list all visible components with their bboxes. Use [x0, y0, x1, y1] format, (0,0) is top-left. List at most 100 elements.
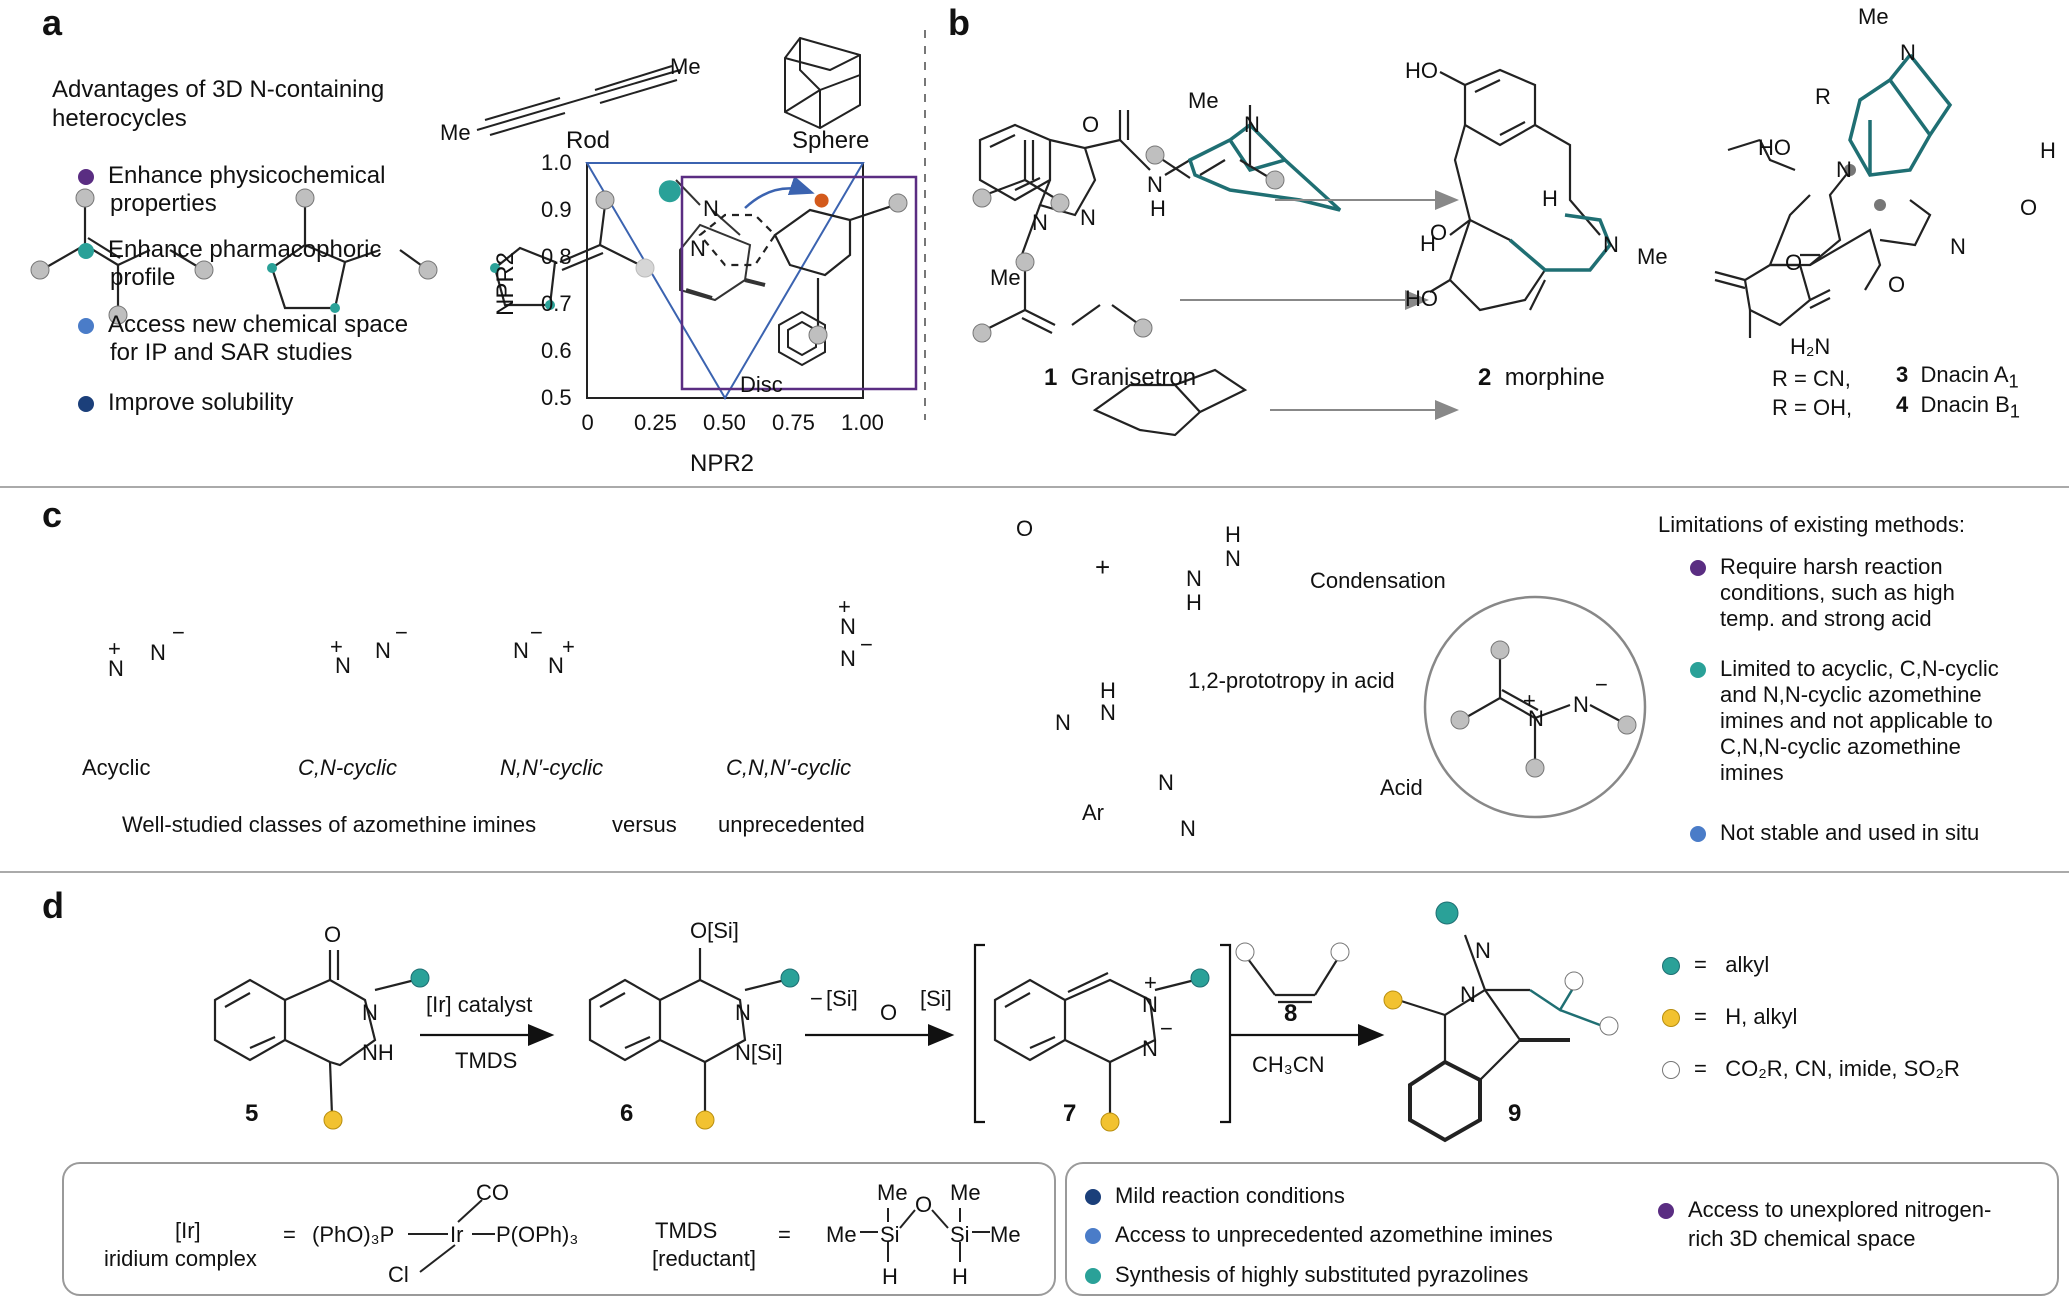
feature-3-text: Synthesis of highly substituted pyrazoli…	[1115, 1262, 1529, 1287]
morphine-h-bridge: H	[1542, 186, 1558, 211]
hydrazine-h-bottom: H	[1186, 590, 1202, 615]
dnacin-r: R	[1815, 84, 1831, 109]
granisetron-me-n: Me	[990, 265, 1021, 290]
ir-co: CO	[476, 1180, 509, 1205]
compound-3-label: 3 Dnacin A1	[1896, 362, 2019, 392]
limitation-2-line2: and N,N-cyclic azomethine	[1720, 682, 1982, 707]
hydrazine-structure	[1159, 157, 1271, 179]
tmds-me-right: Me	[990, 1222, 1021, 1247]
c9-n2: N	[1460, 982, 1476, 1007]
dnacin-o-right: O	[1888, 272, 1906, 297]
compound-1-name: Granisetron	[1070, 364, 1197, 391]
granisetron-o: O	[1082, 112, 1100, 137]
feature-item-2: Access to unprecedented azomethine imine…	[1085, 1222, 1553, 1248]
c7-n1: N	[1142, 992, 1158, 1017]
c6-nsi: N[Si]	[735, 1040, 783, 1065]
advantage-3-line1: Access new chemical space	[108, 311, 409, 338]
class-acyclic: Acyclic	[82, 755, 151, 780]
x-tick-label: 0.75	[772, 410, 815, 435]
advantage-item-1: Enhance physicochemical	[78, 162, 386, 190]
dnacin-ho: HO	[1758, 135, 1791, 160]
dnacin-bridge	[1848, 53, 1953, 177]
caption-versus: versus	[612, 812, 677, 837]
bullet-blue-icon	[1690, 826, 1706, 842]
morphine-ho-bottom: HO	[1405, 286, 1438, 311]
tmds-h-left: H	[882, 1264, 898, 1289]
rod-molecule	[476, 65, 681, 136]
acyclic-plus: +	[108, 636, 121, 661]
limitation-1-line3: temp. and strong acid	[1720, 606, 1932, 631]
compound-7-structure	[993, 972, 1196, 1115]
hydrazone-h: H	[1100, 678, 1116, 703]
bullet-navy-icon	[78, 395, 94, 412]
y-tick-label: 0.8	[541, 244, 572, 269]
bullet-purple-icon	[1658, 1203, 1674, 1220]
dnacin-r-oh: R = OH,	[1772, 395, 1853, 420]
morphine-n: N	[1603, 232, 1619, 257]
granisetron-n1: N	[1032, 210, 1048, 235]
cnn-cyclic-structure	[698, 203, 896, 330]
morphine-h: H	[1420, 231, 1436, 256]
legend-white-text: CO₂R, CN, imide, SO₂R	[1725, 1056, 1960, 1081]
disc-label: Disc	[740, 372, 783, 397]
acyclic-n2: N	[150, 640, 166, 665]
compound-2-label: 2 morphine	[1478, 364, 1605, 392]
label-acid: Acid	[1380, 775, 1423, 800]
ir-complex-bonds	[408, 1199, 495, 1273]
compound-9-structure	[1397, 934, 1570, 1143]
label-condensation: Condensation	[1310, 568, 1446, 593]
limitation-2-line5: imines	[1720, 760, 1784, 785]
ir-description: iridium complex	[104, 1246, 257, 1271]
diaza-n1: N	[1158, 770, 1174, 795]
compound-9-teal	[1529, 984, 1601, 1027]
compound-1-label: 1 Granisetron	[1044, 364, 1196, 392]
dnacin-o-ring: O	[2020, 195, 2038, 220]
catalyst-label: [Ir] catalyst	[426, 992, 533, 1017]
compound-4-subscript: 1	[2009, 400, 2020, 422]
byproduct-o: O	[880, 1000, 898, 1025]
compound-2-name: morphine	[1504, 364, 1605, 391]
legend-teal-text: alkyl	[1725, 952, 1770, 977]
bullet-teal-icon	[78, 242, 94, 259]
tmds-label: TMDS	[455, 1048, 518, 1073]
bullet-purple-icon	[78, 168, 94, 185]
c5-nh: NH	[362, 1040, 394, 1065]
npr-triangle	[585, 162, 865, 400]
rod-me-bottom: Me	[440, 120, 471, 145]
product-n2: N	[1573, 692, 1589, 717]
byproduct-si1: [Si]	[826, 986, 858, 1011]
plot-atom-n2: N	[690, 236, 706, 261]
c7-minus: −	[1160, 1016, 1173, 1041]
panel-label-c: c	[42, 494, 63, 535]
reaction-arrows	[1180, 190, 1459, 420]
cn-n2: N	[375, 638, 391, 663]
product-n1: N	[1528, 706, 1544, 731]
hydrazine-n-bottom: N	[1186, 566, 1202, 591]
compound-3-name: Dnacin A	[1920, 362, 2009, 387]
feature-4-line2: rich 3D chemical space	[1688, 1226, 1916, 1251]
x-tick-label: 0.50	[703, 410, 746, 435]
bullet-teal-icon	[1085, 1268, 1101, 1285]
product-minus: −	[1595, 672, 1608, 697]
y-tick-label: 1.0	[541, 150, 572, 175]
advantage-3-line2: for IP and SAR studies	[110, 339, 353, 366]
rod-me-top: Me	[670, 54, 701, 79]
limitation-1-line2: conditions, such as high	[1720, 580, 1955, 605]
alkene-number: 8	[1284, 1000, 1298, 1027]
solvent-label: CH₃CN	[1252, 1052, 1325, 1077]
advantage-4-line1: Improve solubility	[108, 389, 294, 416]
limitation-item-3: Not stable and used in situ	[1690, 820, 1979, 846]
panel-label-b: b	[948, 2, 970, 43]
diazabicycle-structure	[1092, 368, 1248, 437]
class-cn-cyclic: C,N-cyclic	[298, 755, 397, 780]
granisetron-n-pyrazole: N	[1080, 205, 1096, 230]
unprecedented-frame	[680, 175, 918, 391]
c6-n: N	[735, 1000, 751, 1025]
compound-6-number: 6	[620, 1100, 634, 1127]
feature-item-4: Access to unexplored nitrogen-	[1658, 1197, 1991, 1223]
tmds-si-right: Si	[950, 1222, 970, 1247]
dot-white-icon	[1662, 1061, 1680, 1080]
product-dots	[1450, 640, 1637, 778]
caption-well-studied: Well-studied classes of azomethine imine…	[122, 812, 537, 837]
